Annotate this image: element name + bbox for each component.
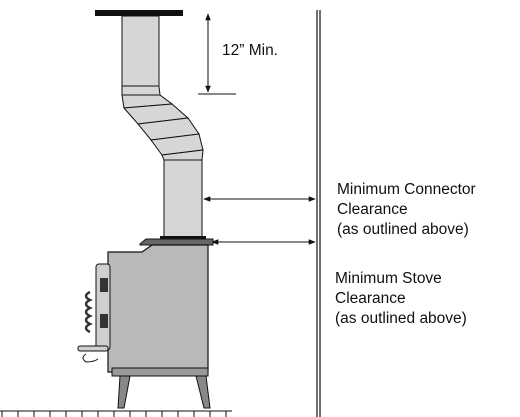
stove-leg-left (117, 375, 131, 409)
hearth (0, 410, 232, 417)
stove-clearance-line2: Clearance (335, 290, 406, 307)
min-clearance-dimension (198, 13, 236, 95)
connector-clearance-line2: Clearance (337, 201, 408, 218)
stove-top (139, 238, 214, 246)
pipe-clearance-label: 12” Min. (222, 42, 278, 59)
door-handle-spring (84, 290, 93, 334)
lower-pipe (163, 159, 203, 239)
stove-door (95, 263, 111, 351)
door-hinge-top (100, 278, 108, 292)
connector-clearance-label: Minimum Connector Clearance (as outlined… (337, 180, 517, 240)
ash-drawer (77, 345, 109, 352)
stove (77, 238, 214, 409)
stove-clearance-line3: (as outlined above) (335, 310, 467, 327)
stove-body (107, 244, 209, 373)
ash-drawer-knob (82, 353, 99, 363)
connector-clearance-line1: Minimum Connector (337, 181, 476, 198)
pipe-elbow (121, 85, 204, 161)
ceiling-plate (95, 10, 183, 16)
connector-clearance-line3: (as outlined above) (337, 221, 469, 238)
upper-pipe (121, 15, 160, 87)
door-hinge-bottom (100, 314, 108, 328)
stove-base (111, 367, 209, 377)
stove-clearance-line1: Minimum Stove (335, 270, 442, 287)
stove-leg-right (195, 375, 211, 409)
stove-clearance-label: Minimum Stove Clearance (as outlined abo… (335, 269, 515, 329)
